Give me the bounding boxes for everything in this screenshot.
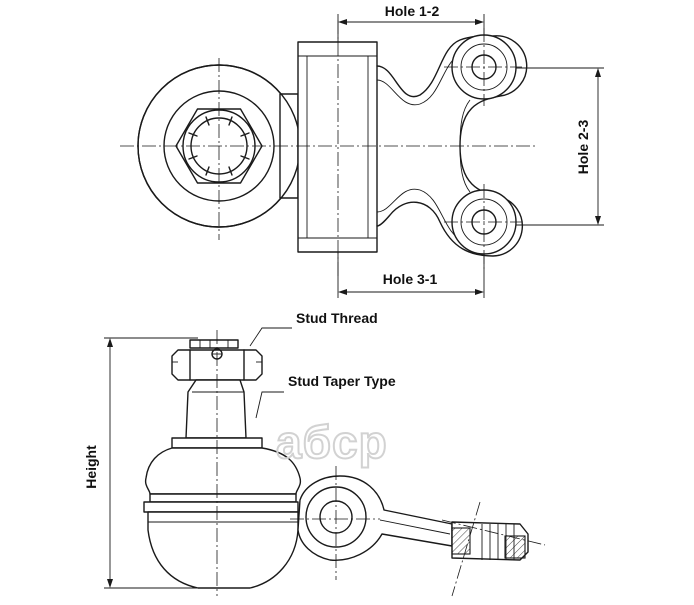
ball-housing-side [147,511,299,589]
watermark-logo: aбcp [276,416,388,468]
center-tube [297,41,378,253]
side-view: Height Stud Thread Stud Taper Type [83,310,546,597]
hole-1-2-label: Hole 1-2 [385,3,440,19]
stud-taper-type-label: Stud Taper Type [288,373,396,389]
height-label: Height [83,445,99,489]
tie-rod-arm [297,475,453,561]
threaded-end [451,521,529,561]
top-view: Hole 1-2 Hole 3-1 Hole 2-3 [120,3,604,298]
dim-hole-1-2 [337,14,485,42]
dim-hole-2-3 [516,67,604,226]
dim-height [104,337,198,589]
side-eye-outer [305,486,367,548]
dim-hole-3-1 [337,252,485,298]
stud-taper-leader [255,391,284,419]
hole-3-1-label: Hole 3-1 [383,271,438,287]
stud-taper [185,379,247,439]
stud-thread-leader [249,327,292,347]
stud-thread-label: Stud Thread [296,310,378,326]
hole-2-3-label: Hole 2-3 [575,120,591,175]
